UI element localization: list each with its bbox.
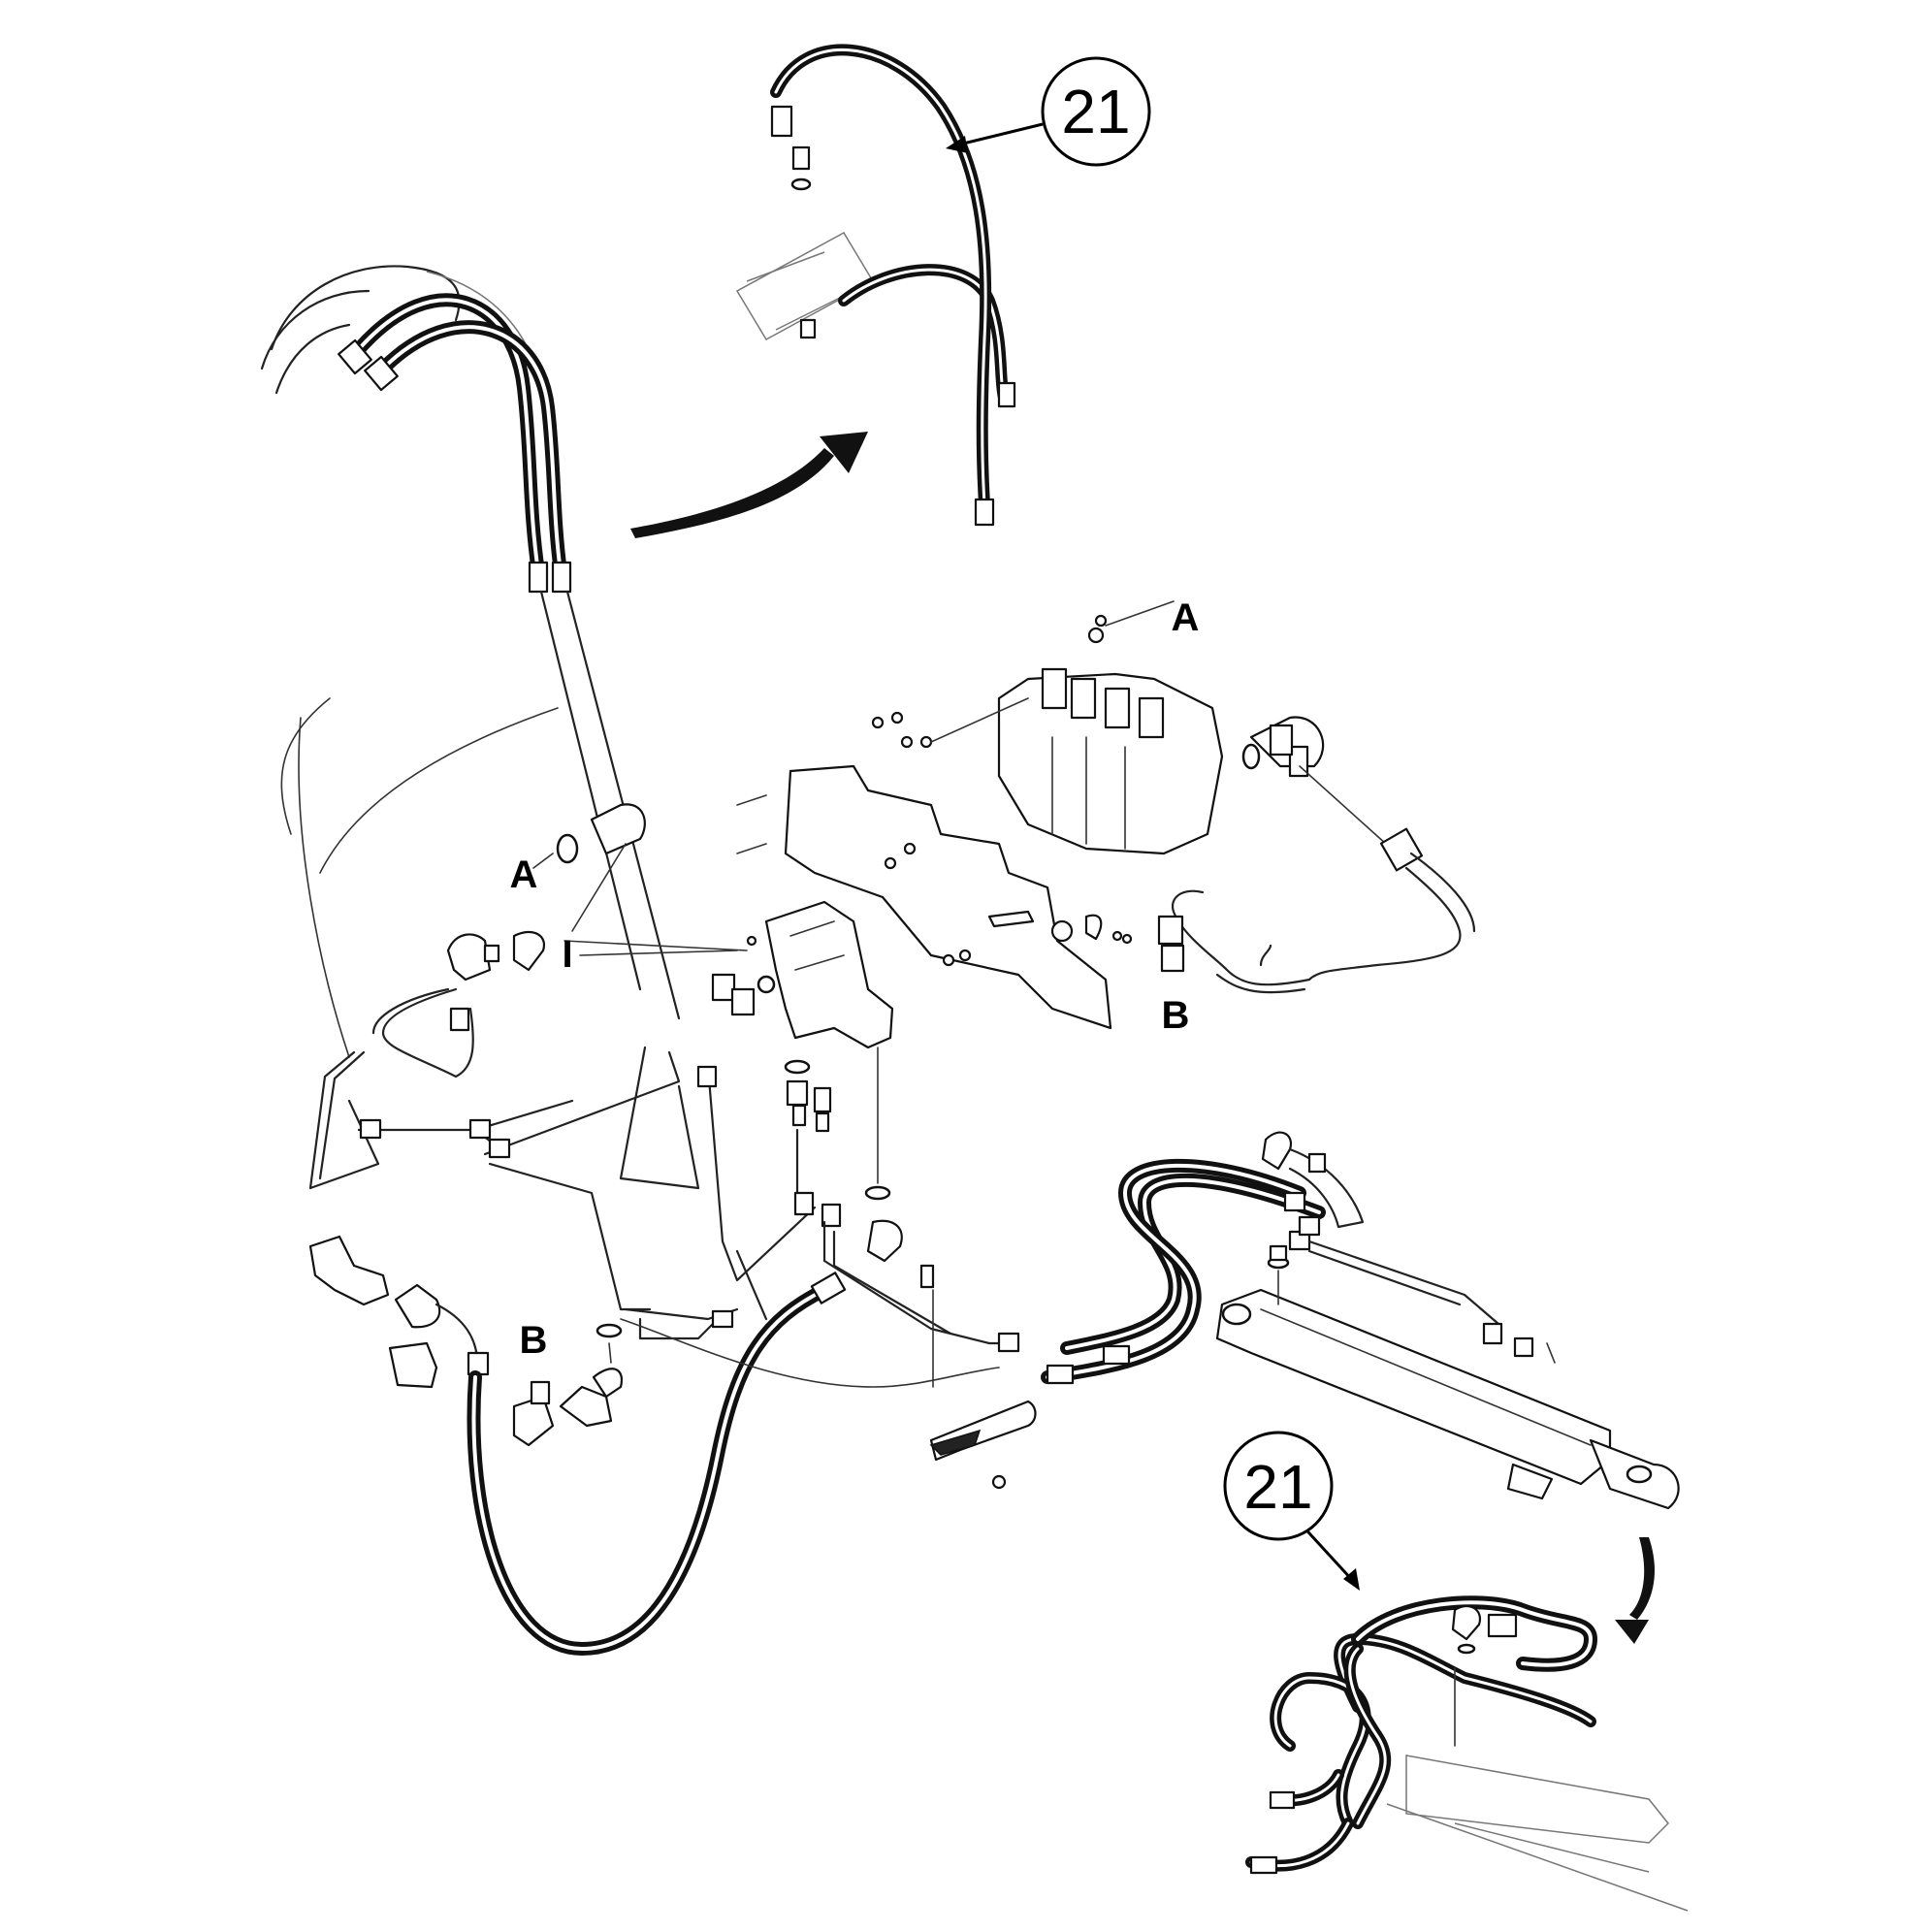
port-letter: A <box>510 853 538 896</box>
fitting-stack <box>784 1046 891 1214</box>
twin-hose-assembly <box>338 293 681 1020</box>
hydraulic-cylinder <box>1215 1244 1680 1510</box>
hose-end-fitting <box>770 105 793 138</box>
arrow-to-detail-bottom <box>1615 1537 1656 1644</box>
port-letter: A <box>1172 596 1200 639</box>
port-a-right-label: A <box>1172 596 1200 639</box>
hose-clamp-bracket <box>919 1264 1037 1490</box>
elbow-fittings-left: I <box>371 930 738 1079</box>
mounting-plate <box>736 697 1133 1030</box>
valve-block <box>564 900 894 1049</box>
port-a-left: A <box>510 803 646 932</box>
port-letter: B <box>1162 994 1190 1037</box>
detail-hose-top <box>735 44 1016 527</box>
control-valve-assembly <box>997 600 1224 855</box>
long-return-hose <box>467 1272 1000 1656</box>
callout-21-bottom: 21 <box>1223 1431 1360 1591</box>
callout-label: 21 <box>1243 1452 1312 1522</box>
hose-end-fitting <box>974 498 995 527</box>
callout-label: 21 <box>1061 77 1130 146</box>
hose-fitting <box>528 561 549 594</box>
callout-21-top: 21 <box>946 56 1151 167</box>
port-letter: B <box>520 1319 548 1362</box>
cylinder-hose-pair <box>1041 1158 1326 1385</box>
cylinder-tube-right <box>1261 1131 1556 1364</box>
detail-hose-bottom <box>1245 1595 1689 1912</box>
port-letter: I <box>562 933 572 976</box>
hose-fitting <box>551 561 572 594</box>
quick-coupler-set: B <box>308 1235 624 1447</box>
port-a-right-tube: B <box>1157 716 1476 1037</box>
tractor-frame-outline <box>260 265 559 1058</box>
arrow-to-detail-top <box>630 432 868 538</box>
rigid-tube-set <box>308 1046 1020 1353</box>
